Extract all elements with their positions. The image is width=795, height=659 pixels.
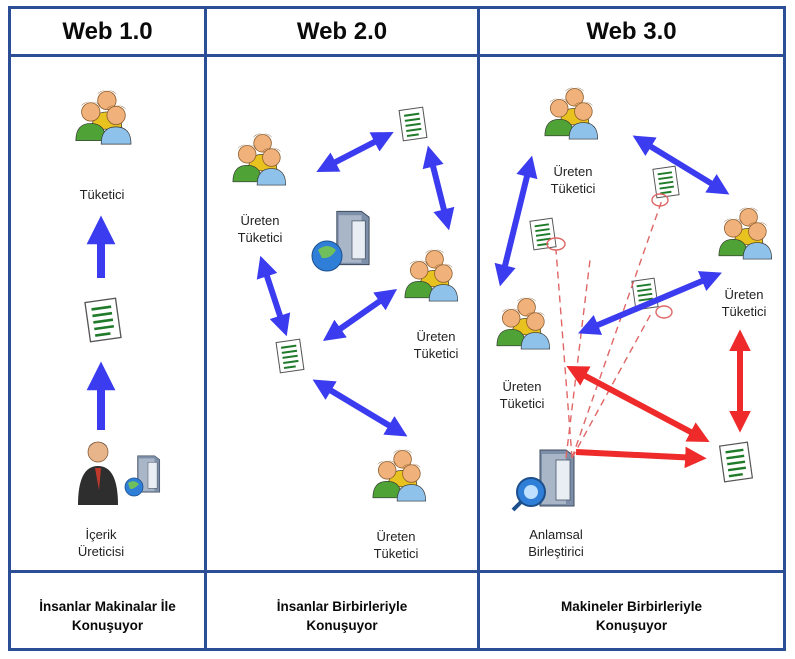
web2-server-globe-icon [311,210,370,272]
web3-users-top-icon [545,87,598,139]
web3-arrow-users-top-left [494,155,538,287]
footer-web2: İnsanlar Birbirleriyle Konuşuyor [207,583,477,649]
web3-document-b-icon [651,165,681,199]
web3-birlestirici: Birleştirici [528,544,584,559]
web3-right-ureten: Üreten [724,287,764,302]
web3-dashed-links [555,199,663,459]
web1-producer-label-line2: Üreticisi [77,544,125,559]
column-divider-2 [477,6,480,651]
web3-right-label: Üreten Tüketici [712,286,776,320]
web2-bottom-tuketici: Tüketici [373,546,419,561]
web1-document-icon [83,296,123,344]
web3-red-arrow-users-left-doc-d [566,365,710,443]
web2-topleft-label: Üreten Tüketici [228,212,292,246]
footer-web1-line2: Konuşuyor [71,618,144,633]
footer-web3-line1: Makineler Birbirleriyle [560,599,703,614]
web2-right-tuketici: Tüketici [413,346,459,361]
web2-document-top-icon [398,106,428,142]
web3-semantic-integrator-label: Anlamsal Birleştirici [513,526,599,560]
web2-arrow-users-right-doc-left [322,289,398,341]
web3-left-ureten: Üreten [502,379,542,394]
web2-arrow-doc-left-users-bottom [312,379,408,437]
footer-divider [8,570,786,573]
web3-left-tuketici: Tüketici [499,396,545,411]
web3-server-search-icon [511,449,575,512]
footer-web1-line1: İnsanlar Makinalar İle [39,599,176,614]
web2-bottom-label: Üreten Tüketici [364,528,428,562]
web2-users-right-icon [405,249,458,301]
footer-web1: İnsanlar Makinalar İle Konuşuyor [11,583,204,649]
web3-document-a-icon [528,217,558,251]
header-web1: Web 1.0 [62,18,153,45]
web1-server-globe-icon [124,455,161,497]
web2-arrow-users-doc-left [256,255,291,337]
footer-web2-line1: İnsanlar Birbirleriyle [276,599,408,614]
column-divider-1 [204,6,207,651]
web3-top-tuketici: Tüketici [550,181,596,196]
web2-arrow-users-doc-top [316,132,394,172]
web1-producer-label-line1: İçerik [85,527,117,542]
web1-businessman-icon [78,441,118,505]
web3-document-d-icon [718,441,754,483]
web3-anlamsal: Anlamsal [529,527,583,542]
web3-arrow-users-top-right [632,135,730,195]
web1-consumer-users-icon [76,90,131,144]
web3-users-left-icon [497,297,550,349]
web2-right-label: Üreten Tüketici [404,328,468,362]
web3-top-ureten: Üreten [553,164,593,179]
web1-producer-label: İçerik Üreticisi [66,526,136,560]
web3-left-label: Üreten Tüketici [490,378,554,412]
footer-web3: Makineler Birbirleriyle Konuşuyor [480,583,783,649]
web1-consumer-label: Tüketici [79,187,125,202]
web2-right-ureten: Üreten [416,329,456,344]
web2-bottom-ureten: Üreten [376,529,416,544]
header-divider [8,54,786,57]
web3-top-label: Üreten Tüketici [541,163,605,197]
footer-web3-line2: Konuşuyor [595,618,668,633]
web3-right-tuketici: Tüketici [721,304,767,319]
web3-users-right-icon [719,207,772,259]
header-web2: Web 2.0 [296,18,388,45]
web3-red-arrow-server-doc-d [575,446,707,469]
web2-arrow-doc-top-users-right [422,145,455,231]
footer-web2-line2: Konuşuyor [306,618,378,633]
web2-topleft-ureten: Üreten [240,213,280,228]
header-web3: Web 3.0 [586,18,677,45]
web2-users-bottom-icon [373,449,426,501]
web2-document-left-icon [275,338,305,374]
web3-arrow-users-right-doc-c [578,271,722,335]
web2-topleft-tuketici: Tüketici [237,230,283,245]
web2-users-topleft-icon [233,133,286,185]
